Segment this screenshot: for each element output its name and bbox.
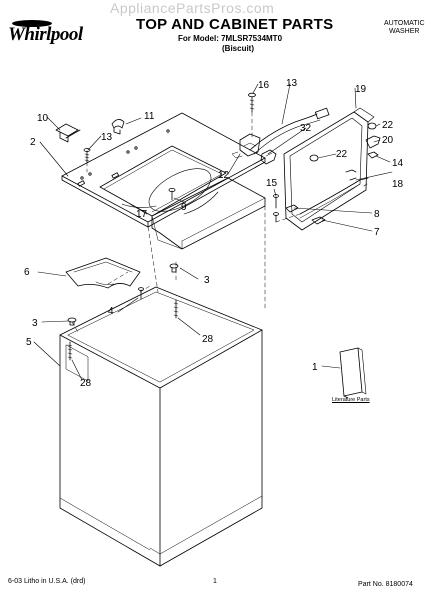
callout-18: 17 xyxy=(136,209,148,220)
callout-1: 1 xyxy=(312,362,318,373)
footer-part-number: Part No. 8180074 xyxy=(358,581,413,588)
screw-part-3 xyxy=(67,263,179,326)
lid-switch-harness-part xyxy=(231,107,330,159)
hinge-part-20 xyxy=(365,135,381,159)
screw-part-8 xyxy=(168,187,176,201)
screw-part-14 xyxy=(248,92,256,113)
callout-12: 12 xyxy=(218,170,230,181)
product-type-line-2: WASHER xyxy=(389,28,420,35)
callout-20: 20 xyxy=(382,135,394,146)
model-color: (Biscuit) xyxy=(222,44,254,53)
callout-14: 16 xyxy=(258,80,270,91)
callout-22-top: 22 xyxy=(382,120,394,131)
actuator-part-32 xyxy=(260,149,277,165)
callout-22-lid: 22 xyxy=(336,149,348,160)
callout-32: 32 xyxy=(300,123,312,134)
callout-13-left: 15 xyxy=(266,178,278,189)
top-cover-part xyxy=(61,112,266,250)
callout-4: 4 xyxy=(108,306,114,317)
pad-part-17 xyxy=(311,216,326,225)
callout-numbers: 10 2 13 11 16 13 19 32 22 20 22 14 18 12… xyxy=(24,78,404,389)
screw-part-13 xyxy=(273,169,357,223)
screw-part-9 xyxy=(83,148,91,163)
watermark-text: AppliancePartsPros.com xyxy=(110,0,275,16)
screw-part-28 xyxy=(67,299,179,361)
callout-11: 13 xyxy=(286,78,298,89)
callout-6: 10 xyxy=(37,113,49,124)
hinge-rod-part-16 xyxy=(299,177,369,219)
footer-page-number: 1 xyxy=(213,578,217,585)
callout-28-left: 28 xyxy=(80,378,92,389)
model-number: For Model: 7MLSR7534MT0 xyxy=(178,34,283,43)
washer-lid-part xyxy=(283,107,375,231)
callout-9: 13 xyxy=(101,132,113,143)
drum-opening-part-18 xyxy=(121,191,219,215)
callout-19: 19 xyxy=(355,84,367,95)
footer-litho: 6-03 Litho in U.S.A. (drd) xyxy=(8,578,86,585)
callout-8: 9 xyxy=(181,202,187,213)
callout-5: 5 xyxy=(26,337,32,348)
filler-panel-part-10 xyxy=(65,257,141,289)
callout-17: 7 xyxy=(374,227,380,238)
product-type-line-1: AUTOMATIC xyxy=(384,20,425,27)
callout-13-right: 14 xyxy=(392,158,404,169)
callout-28-top: 28 xyxy=(202,334,214,345)
hinge-bracket-part xyxy=(55,123,81,143)
literature-parts-booklet xyxy=(339,347,367,399)
clip-part xyxy=(111,119,125,135)
whirlpool-logo: Whirlpool xyxy=(8,20,94,50)
callout-10: 6 xyxy=(24,267,30,278)
callout-15: 8 xyxy=(374,209,380,220)
page-title: TOP AND CABINET PARTS xyxy=(136,16,334,33)
literature-parts-label: Literature Parts xyxy=(332,397,370,403)
callout-3-left: 3 xyxy=(32,318,38,329)
logo-swoosh-icon xyxy=(12,20,52,27)
cabinet-part-5 xyxy=(59,286,263,567)
callout-7: 11 xyxy=(144,111,155,122)
callout-2: 2 xyxy=(30,137,36,148)
logo-wordmark: Whirlpool xyxy=(8,24,83,45)
leader-lines xyxy=(33,83,393,381)
callout-16: 18 xyxy=(392,179,404,190)
callout-3-top: 3 xyxy=(204,275,210,286)
